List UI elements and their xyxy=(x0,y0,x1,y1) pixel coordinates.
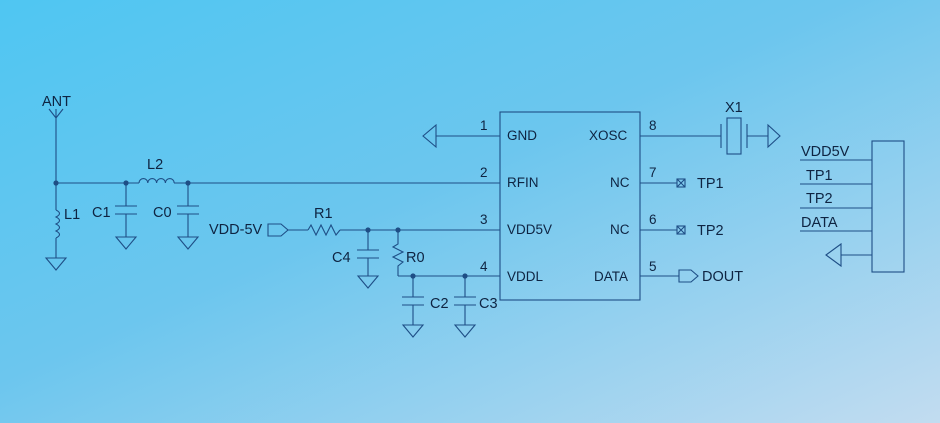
supply-label: VDD-5V xyxy=(209,222,263,238)
connector-body xyxy=(871,140,905,273)
capacitor-c2 xyxy=(401,276,425,338)
pin-number-7: 7 xyxy=(649,165,657,180)
pin-number-6: 6 xyxy=(649,212,657,227)
pin-number-8: 8 xyxy=(649,118,657,133)
connector-pin-vdd5v-label: VDD5V xyxy=(801,144,850,160)
connector-pin-data-label: DATA xyxy=(801,215,838,231)
pin-name-nc-6: NC xyxy=(610,222,630,237)
capacitor-c4 xyxy=(356,230,380,289)
capacitor-c4-label: C4 xyxy=(332,250,351,266)
pin-name-data: DATA xyxy=(594,269,628,284)
pin-number-3: 3 xyxy=(480,212,488,227)
test-point-tp1-marker xyxy=(676,178,686,188)
capacitor-c1 xyxy=(114,183,138,250)
capacitor-c3-label: C3 xyxy=(479,296,498,312)
inductor-l2-label: L2 xyxy=(147,157,163,173)
resistor-r0-label: R0 xyxy=(406,250,425,266)
pin-number-5: 5 xyxy=(649,259,657,274)
inductor-l2 xyxy=(138,178,175,184)
pin-number-1: 1 xyxy=(480,118,488,133)
supply-port-symbol xyxy=(267,223,289,237)
test-point-tp2-marker xyxy=(676,225,686,235)
connector-pin-tp1-label: TP1 xyxy=(806,168,833,184)
antenna-symbol xyxy=(48,108,64,183)
connector-ground-arrow-symbol xyxy=(825,242,842,268)
inductor-l1 xyxy=(44,183,68,271)
antenna-label: ANT xyxy=(42,94,71,110)
crystal-x1 xyxy=(720,117,748,155)
crystal-x1-label: X1 xyxy=(725,100,743,116)
pin-name-vddl: VDDL xyxy=(507,269,544,284)
resistor-r1 xyxy=(307,223,341,237)
test-point-tp1-label: TP1 xyxy=(697,176,724,192)
pin-name-nc-7: NC xyxy=(610,175,630,190)
connector-pin-wires xyxy=(800,159,872,232)
resistor-r0 xyxy=(391,230,405,276)
capacitor-c0 xyxy=(176,183,200,250)
capacitor-c3 xyxy=(453,276,477,338)
pin-number-4: 4 xyxy=(480,259,488,274)
dout-port-symbol xyxy=(678,269,699,283)
pin-name-xosc: XOSC xyxy=(589,128,628,143)
inductor-l1-label: L1 xyxy=(64,207,80,223)
capacitor-c1-label: C1 xyxy=(92,205,111,221)
resistor-r1-label: R1 xyxy=(314,206,333,222)
connector-pin-tp2-label: TP2 xyxy=(806,191,833,207)
pin-name-rfin: RFIN xyxy=(507,175,539,190)
pin-name-gnd: GND xyxy=(507,128,537,143)
pin-name-vdd5v: VDD5V xyxy=(507,222,552,237)
capacitor-c0-label: C0 xyxy=(153,205,172,221)
crystal-ground-arrow-symbol xyxy=(767,123,781,149)
ic-body xyxy=(499,111,641,301)
dout-label: DOUT xyxy=(702,269,743,285)
pin-number-2: 2 xyxy=(480,165,488,180)
capacitor-c2-label: C2 xyxy=(430,296,449,312)
test-point-tp2-label: TP2 xyxy=(697,223,724,239)
